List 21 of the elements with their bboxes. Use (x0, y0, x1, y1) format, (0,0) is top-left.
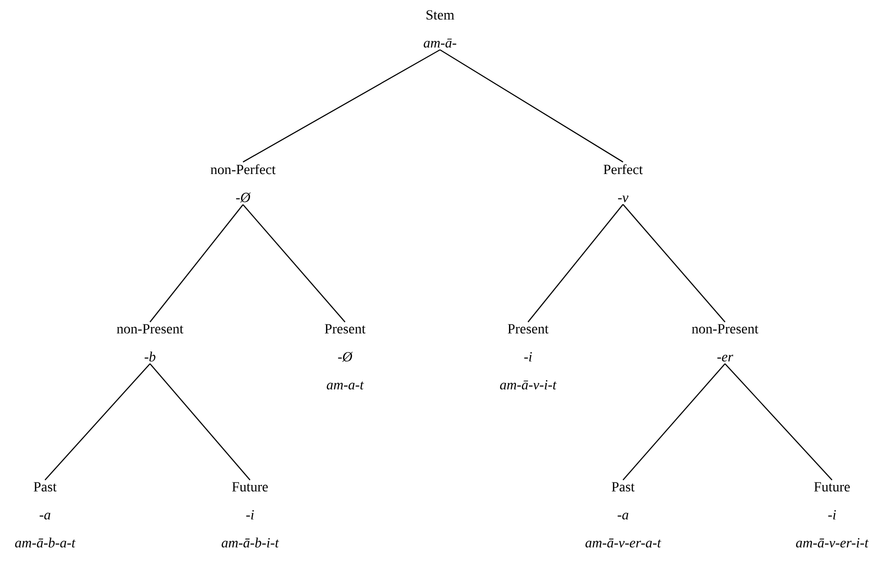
tree-branch (150, 363, 250, 480)
tree-branch (528, 204, 624, 322)
tree-node-label: Past -a am-ā-v-er-a-t (585, 482, 662, 548)
tree-branch (242, 49, 440, 162)
tree-node-label: Perfect -v (604, 164, 643, 202)
tree-branch (150, 204, 244, 322)
tree-node-label: Present -Ø am-a-t (324, 324, 366, 390)
tree-branch (622, 363, 726, 480)
tree-node-label: Present -i am-ā-v-i-t (500, 324, 557, 390)
tree-node-label: Past -a am-ā-b-a-t (15, 482, 76, 548)
tree-branch (622, 204, 726, 322)
tree-node-label: non-Present -b (116, 324, 184, 362)
tree-node-label: non-Present -er (692, 324, 758, 362)
tree-node-label: non-Perfect -Ø (210, 164, 276, 202)
tree-branch (440, 49, 624, 162)
tree-node-label: Future -i am-ā-v-er-i-t (796, 482, 869, 548)
tree-node-label: Stem am-ā- (424, 10, 456, 48)
tree-branch (242, 204, 346, 322)
tree-branch (44, 363, 150, 480)
tree-node-label: Future -i am-ā-b-i-t (222, 482, 280, 548)
tree-branch (724, 363, 832, 480)
